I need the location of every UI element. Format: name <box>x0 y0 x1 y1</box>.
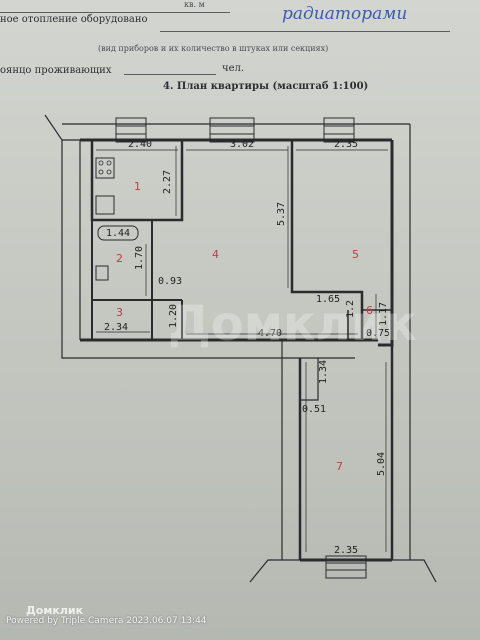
dimension-label: 1.44 <box>106 228 130 239</box>
door-frame <box>300 358 319 401</box>
rule-line <box>0 12 230 13</box>
rule-line <box>160 31 450 32</box>
wall-closet <box>347 309 392 340</box>
camera-caption: Powered by Triple Camera 2023.06.07 13:4… <box>6 616 207 626</box>
dimension-label: 2.27 <box>162 170 173 194</box>
dimension-label: 1.20 <box>168 304 179 328</box>
room-number: 2 <box>116 252 123 265</box>
residents-unit: чел. <box>222 63 245 74</box>
dimension-label: 5.04 <box>376 452 387 476</box>
residents-label: оянцо проживающих <box>0 65 112 76</box>
wall-room7-edge <box>249 559 437 583</box>
dimension-label: 2.35 <box>334 139 358 150</box>
heating-note: (вид приборов и их количество в штуках и… <box>98 44 329 53</box>
dimension-label: 2.35 <box>334 545 358 556</box>
room-number: 1 <box>134 180 141 193</box>
dimension-label: 2.34 <box>104 322 128 333</box>
dimension-label: 1.65 <box>316 294 340 305</box>
watermark-text: Домклик <box>168 296 417 352</box>
window <box>209 117 255 143</box>
sink <box>95 195 115 215</box>
dimension-label: 1.2 <box>345 300 356 318</box>
dimension-label: 1.17 <box>378 302 389 326</box>
bathtub <box>97 225 139 241</box>
wall-left-inner <box>62 139 81 340</box>
wall-bottom-outer <box>61 340 355 359</box>
wall-left-outer <box>44 114 63 340</box>
wall-bedroom <box>290 140 364 340</box>
window <box>325 555 367 579</box>
dimension-label: 1.70 <box>134 246 145 270</box>
dimension-label: 0.51 <box>302 404 326 415</box>
window <box>115 117 147 143</box>
room-number: 5 <box>352 248 359 261</box>
dimension-label: 0.93 <box>158 276 182 287</box>
dimension-label: 5.37 <box>276 202 287 226</box>
room-number: 7 <box>336 460 343 473</box>
dimension-label: 0.75 <box>366 328 390 339</box>
heating-label: ное отопление оборудовано <box>0 14 148 25</box>
room-number: 4 <box>212 248 219 261</box>
plan-title: 4. План квартиры (масштаб 1:100) <box>163 81 369 92</box>
dimension-label: 2.40 <box>128 139 152 150</box>
stove <box>95 157 115 179</box>
dimension-label: 4.70 <box>258 328 282 339</box>
wall-room7-outer <box>281 340 411 560</box>
dimension-label: 3.02 <box>230 139 254 150</box>
window <box>323 117 355 143</box>
toilet <box>95 265 109 281</box>
room-number: 6 <box>366 304 373 317</box>
heating-value: радиаторами <box>282 4 408 24</box>
dimension-label: 1.34 <box>318 360 329 384</box>
wall-room7 <box>298 345 394 560</box>
area-unit: кв. м <box>184 0 205 9</box>
wall-wc <box>91 299 183 340</box>
rule-line <box>124 74 216 75</box>
room-number: 3 <box>116 306 123 319</box>
brand-logo: Домклик <box>26 604 84 617</box>
wall-kitchen <box>90 140 184 222</box>
